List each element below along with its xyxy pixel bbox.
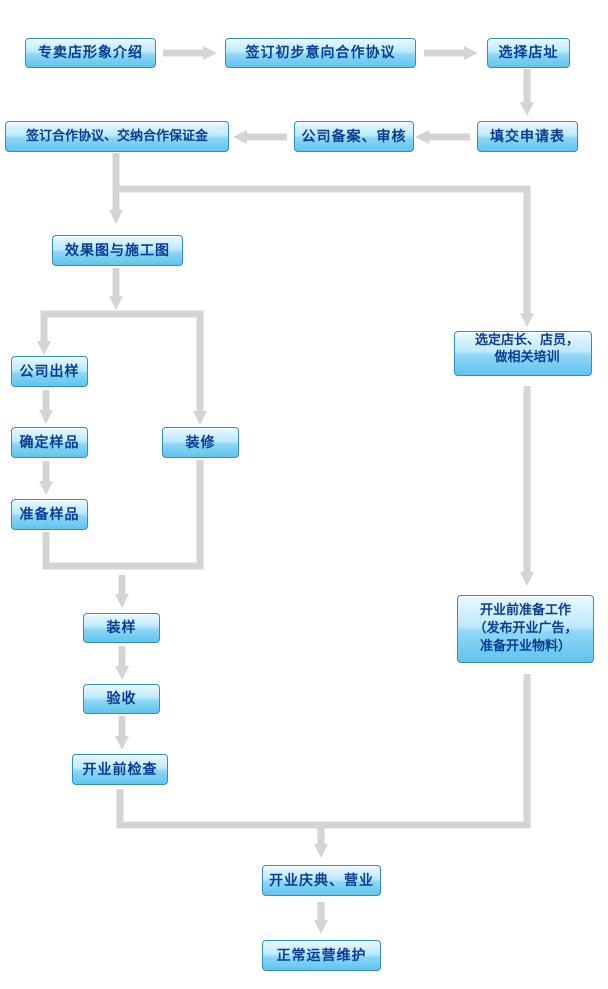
connector-line — [116, 674, 531, 829]
arrowhead — [203, 46, 217, 60]
arrowhead — [115, 666, 129, 680]
opening-prep-line-1: 开业前准备工作 — [479, 603, 571, 618]
staff-line-1: 选定店长、店员， — [474, 333, 579, 348]
step-prepare-sample: 准备样品 — [11, 499, 88, 530]
step-choose-site: 选择店址 — [487, 38, 570, 68]
step-intro: 专卖店形象介绍 — [25, 38, 156, 68]
step-application: 填交申请表 — [477, 121, 578, 152]
arrowhead — [193, 411, 207, 425]
connector-line — [40, 310, 204, 413]
arrowhead — [39, 481, 53, 495]
arrowhead — [415, 130, 429, 144]
arrowhead — [115, 594, 129, 608]
step-pre-opening-check: 开业前检查 — [72, 754, 168, 785]
arrowhead — [109, 296, 123, 310]
arrowhead — [520, 313, 534, 327]
arrowhead — [314, 844, 328, 858]
step-acceptance: 验收 — [83, 684, 160, 714]
step-decoration: 装修 — [162, 427, 239, 458]
arrowhead — [39, 410, 53, 424]
step-install-sample: 装样 — [83, 613, 160, 643]
arrowhead — [37, 341, 51, 355]
step-normal-operation: 正常运营维护 — [262, 940, 381, 971]
arrowhead — [233, 130, 247, 144]
step-staff-training: 选定店长、店员， 做相关培训 — [454, 331, 592, 376]
opening-prep-line-2: （发布开业广告， — [473, 621, 578, 636]
staff-line-2: 做相关培训 — [494, 350, 560, 365]
arrowhead — [520, 102, 534, 116]
step-review: 公司备案、审核 — [294, 121, 414, 152]
arrowhead — [520, 572, 534, 586]
step-sign-agreement: 签订合作协议、交纳合作保证金 — [5, 121, 229, 152]
step-drawings: 效果图与施工图 — [52, 235, 183, 266]
connector-line — [42, 460, 204, 570]
arrowhead — [115, 736, 129, 750]
step-prelim-agreement: 签订初步意向合作协议 — [225, 38, 416, 68]
step-company-sample: 公司出样 — [11, 356, 88, 387]
connector-line — [116, 185, 531, 315]
opening-prep-line-3: 准备开业物料） — [479, 639, 571, 654]
step-opening-prep: 开业前准备工作 （发布开业广告， 准备开业物料） — [457, 595, 594, 663]
arrowhead — [314, 920, 328, 934]
arrowhead — [464, 46, 478, 60]
step-opening-ceremony: 开业庆典、营业 — [262, 865, 381, 896]
arrowhead — [109, 210, 123, 224]
step-confirm-sample: 确定样品 — [11, 427, 88, 458]
